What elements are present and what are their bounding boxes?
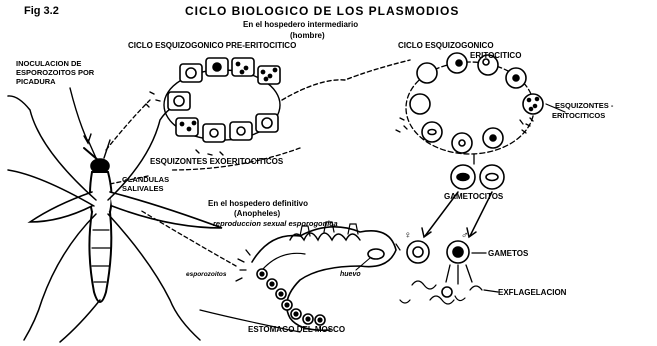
label-definitive-host-2: (Anopheles)	[234, 209, 281, 218]
label-pre-erythrocytic-cycle: CICLO ESQUIZOGONICO PRE-ERITOCITICO	[128, 41, 296, 50]
label-egg: huevo	[340, 271, 361, 278]
label-definitive-host-1: En el hospedero definitivo	[208, 199, 308, 208]
label-erythrocytic-cycle-2: ERITOCITICO	[470, 51, 521, 60]
label-gametes: GAMETOS	[488, 249, 529, 258]
label-definitive-host-3: reproduccion sexual esporogonica	[213, 219, 338, 228]
male-symbol: ♂	[461, 230, 469, 241]
label-sporozoites: esporozoitos	[186, 271, 227, 278]
label-salivary-2: SALIVALES	[122, 184, 164, 193]
label-mosquito-stomach: ESTOMAGO DEL MOSCO	[248, 325, 345, 334]
diagram-title: CICLO BIOLOGICO DE LOS PLASMODIOS	[185, 4, 459, 18]
gametes-illustration	[400, 241, 498, 304]
label-exo-schizonts: ESQUIZONTES EXOERITOCITICOS	[150, 157, 284, 166]
pre-erythrocytic-cycle-ring	[146, 58, 280, 155]
female-symbol: ♀	[404, 230, 412, 241]
label-erythro-schizonts-2: ERITOCITICOS	[552, 111, 605, 120]
label-exflagellation: EXFLAGELACION	[498, 288, 567, 297]
label-erythro-schizonts-1: ESQUIZONTES -	[555, 101, 614, 110]
figure-number: Fig 3.2	[24, 5, 59, 17]
label-erythrocytic-cycle-1: CICLO ESQUIZOGONICO	[398, 41, 494, 50]
label-inoculation-3: PICADURA	[16, 77, 56, 86]
label-inoculation-2: ESPOROZOITOS POR	[16, 68, 95, 77]
subtitle-human: (hombre)	[290, 31, 325, 40]
subtitle-intermediate-host: En el hospedero intermediario	[243, 20, 358, 29]
label-salivary-1: GLANDULAS	[122, 175, 169, 184]
label-gametocytes: GAMETOCITOS	[444, 192, 504, 201]
label-inoculation-1: INOCULACION DE	[16, 59, 81, 68]
erythrocytic-cycle-ring	[396, 53, 565, 154]
